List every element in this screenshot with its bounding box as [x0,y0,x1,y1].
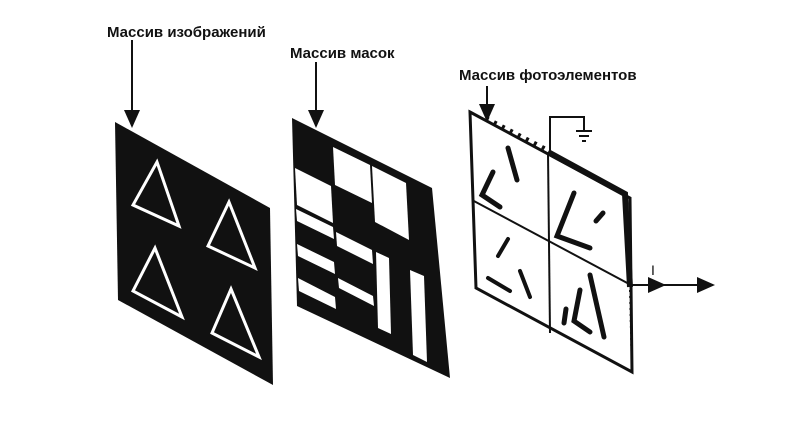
cell-symbols-bottom-right [561,272,607,340]
current-label: I [651,262,655,278]
cell-symbols-top-left [478,145,520,210]
triangle-top-left [130,158,182,229]
cell-symbols-top-right [553,190,606,251]
mask-array-panel [292,118,450,378]
ground-icon [549,116,592,151]
photo-array-panel [468,109,634,375]
photo-array-label: Массив фотоэлементов [459,67,637,84]
mask-array-label: Массив масок [290,45,395,62]
image-array-panel [115,122,273,385]
triangle-top-right [205,198,258,271]
triangle-bottom-right [210,285,262,361]
image-array-label: Массив изображений [107,24,266,41]
triangle-bottom-left [130,244,185,321]
cell-symbols-bottom-left [486,237,532,299]
